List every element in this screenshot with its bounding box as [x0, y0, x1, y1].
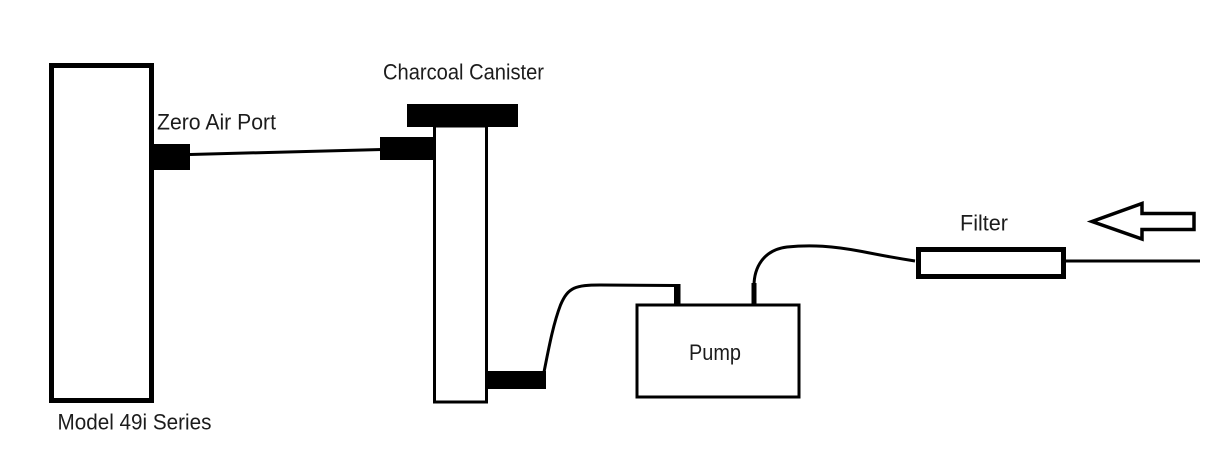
- svg-text:Model 49i Series: Model 49i Series: [58, 410, 212, 435]
- svg-text:Filter: Filter: [960, 211, 1008, 236]
- svg-text:Zero Air Port: Zero Air Port: [157, 110, 276, 135]
- svg-text:Pump: Pump: [689, 340, 741, 365]
- svg-text:Charcoal Canister: Charcoal Canister: [383, 60, 544, 85]
